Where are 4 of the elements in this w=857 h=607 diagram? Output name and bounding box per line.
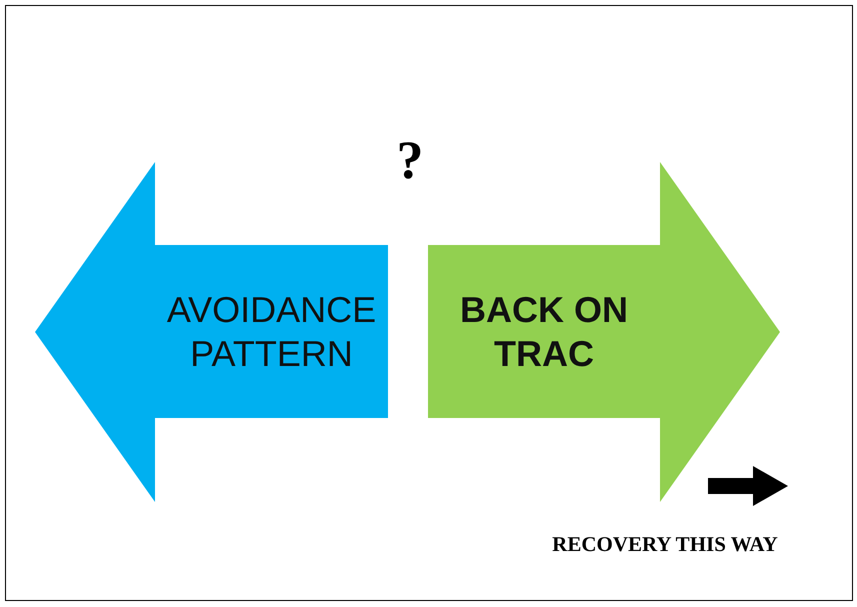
question-mark: ? (396, 128, 424, 192)
arrow-label: AVOIDANCE PATTERN (166, 288, 378, 376)
caption-text: RECOVERY THIS WAY (551, 531, 779, 558)
arrow-label: BACK ON TRAC (459, 288, 629, 376)
